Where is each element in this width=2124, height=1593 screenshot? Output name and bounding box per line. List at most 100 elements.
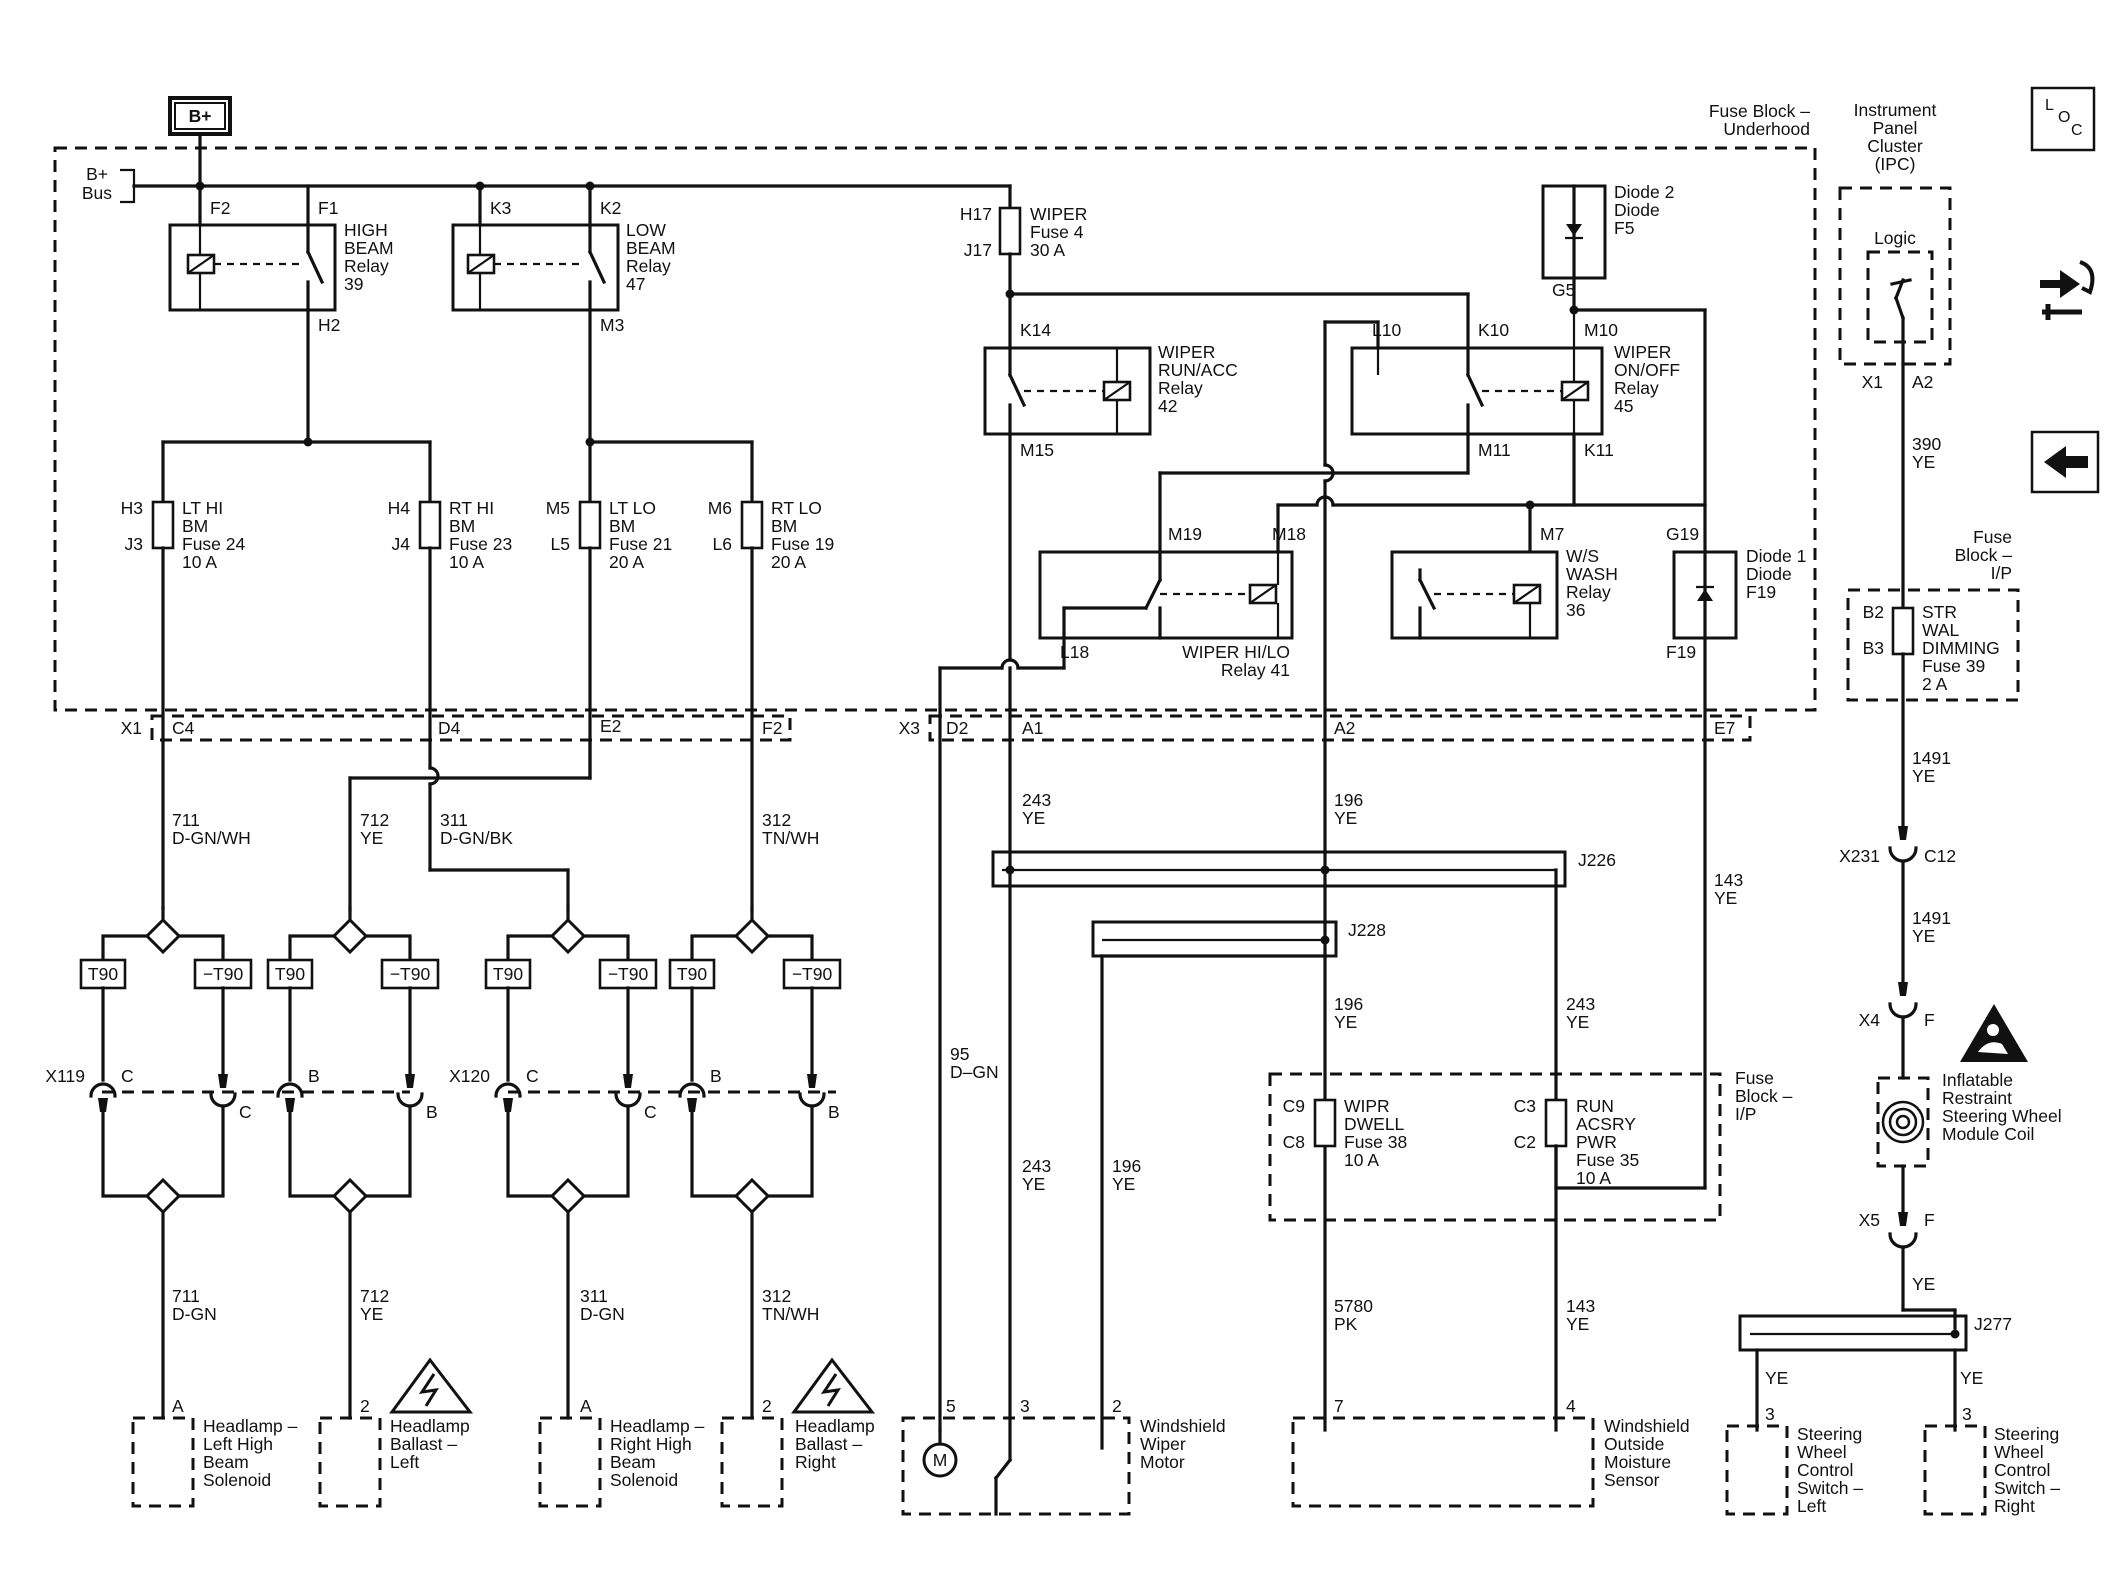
fuse-lt-lo-label: LT LO xyxy=(609,498,656,518)
wire xyxy=(177,1104,225,1198)
diode-2-label: Diode 2 xyxy=(1614,182,1674,202)
back-arrow-icon[interactable] xyxy=(2030,430,2100,494)
wire xyxy=(288,934,336,962)
connector-pin xyxy=(807,1074,817,1088)
wire-196-c-color: YE xyxy=(1112,1174,1135,1194)
fuse-lt-hi-label-2: BM xyxy=(182,516,208,536)
low-beam-relay: K3 K2 M3 LOW BEAM Relay 47 xyxy=(451,184,676,335)
high-beam-relay-label: HIGH xyxy=(344,220,388,240)
wire xyxy=(766,934,814,962)
wire-311-bot-color: D-GN xyxy=(580,1304,625,1324)
connector-x231-label: X231 xyxy=(1839,846,1880,866)
option-diamond xyxy=(144,1177,182,1215)
loc-button[interactable]: L O C xyxy=(2030,86,2096,152)
fuse-run-label-4: Fuse 35 xyxy=(1576,1150,1639,1170)
fuse-lt-hi-bm: H3 J3 LT HI BM Fuse 24 10 A xyxy=(121,440,245,742)
wire-196-b-color: YE xyxy=(1334,1012,1357,1032)
fuse-rt-hi-label: RT HI xyxy=(449,498,494,518)
neg-t90-option-box xyxy=(782,958,842,990)
pin-l5: L5 xyxy=(551,534,570,554)
wire-196-a-num: 196 xyxy=(1334,790,1363,810)
splice-j226-label: J226 xyxy=(1578,850,1616,870)
pin-m5: M5 xyxy=(546,498,570,518)
swc-right-label-3: Control xyxy=(1994,1460,2050,1480)
wire-243-a-color: YE xyxy=(1022,808,1045,828)
pin-m10: M10 xyxy=(1584,320,1618,340)
pin-m15: M15 xyxy=(1020,440,1054,460)
fuse-lt-lo-bm: M5 L5 LT LO BM Fuse 21 20 A xyxy=(546,440,672,780)
fuse-str-label-3: DIMMING xyxy=(1922,638,2000,658)
fuse-rt-lo-bm: M6 L6 RT LO BM Fuse 19 20 A xyxy=(708,440,834,912)
option-diamond xyxy=(549,1177,587,1215)
fuse-block-ip-label-3: I/P xyxy=(1991,563,2012,583)
fuse-str-label-2: WAL xyxy=(1922,620,1960,640)
wire xyxy=(690,1110,738,1198)
wire-712-bot-num: 712 xyxy=(360,1286,389,1306)
pin-b2: B2 xyxy=(1863,602,1884,622)
connector-pin xyxy=(98,1098,108,1112)
hl-right-label-3: Beam xyxy=(610,1452,656,1472)
pin-b3: B3 xyxy=(1863,638,1884,658)
coil-label-4: Module Coil xyxy=(1942,1124,2034,1144)
wire-711-num: 711 xyxy=(172,810,200,830)
diode-2-label-2: Diode xyxy=(1614,200,1660,220)
wiper-motor-label: Windshield xyxy=(1140,1416,1226,1436)
wire-712-color: YE xyxy=(360,828,383,848)
wire xyxy=(582,1104,630,1198)
wiper-on-off-relay: L10 K10 M10 M11 K11 WIPER ON/OFF Relay 4… xyxy=(1350,310,1680,460)
pin-h2: H2 xyxy=(318,315,340,335)
wire xyxy=(364,934,412,962)
pin-f1: F1 xyxy=(318,198,338,218)
swc-left-label-3: Control xyxy=(1797,1460,1853,1480)
fuse-run-label-2: ACSRY xyxy=(1576,1114,1636,1134)
splice-j277 xyxy=(1738,1314,1968,1352)
hl-left-label-2: Left High xyxy=(203,1434,273,1454)
ballast-left-label-2: Ballast – xyxy=(390,1434,457,1454)
wire xyxy=(506,1110,554,1198)
component-locator-icon[interactable] xyxy=(2030,250,2100,330)
pin-k3: K3 xyxy=(490,198,511,218)
wire-1491-a-num: 1491 xyxy=(1912,748,1951,768)
pin-k11: K11 xyxy=(1584,440,1614,460)
swc-left-label: Steering xyxy=(1797,1424,1862,1444)
wire-243-b-num: 243 xyxy=(1566,994,1595,1014)
connector-cavity xyxy=(276,1082,304,1098)
high-beam-relay-label-4: 39 xyxy=(344,274,363,294)
pin-h4: H4 xyxy=(388,498,411,518)
swc-right-label: Steering xyxy=(1994,1424,2059,1444)
wiper-run-relay-label-4: 42 xyxy=(1158,396,1177,416)
pin-g5: G5 xyxy=(1552,280,1575,300)
swc-left-label-5: Left xyxy=(1797,1496,1826,1516)
hl-left-label-3: Beam xyxy=(203,1452,249,1472)
wire xyxy=(582,934,630,962)
loc-letter-l: L xyxy=(2045,97,2054,114)
fuse-wipr-label-2: DWELL xyxy=(1344,1114,1405,1134)
connector-x119-label: X119 xyxy=(45,1066,85,1086)
fuse-str-label-5: 2 A xyxy=(1922,674,1948,694)
wire xyxy=(364,1104,412,1198)
pin-k14: K14 xyxy=(1020,320,1051,340)
pin-2: 2 xyxy=(1112,1396,1122,1416)
moisture-label-2: Outside xyxy=(1604,1434,1664,1454)
b-plus-bus-label: B+ xyxy=(86,164,108,184)
wire-1491-b-num: 1491 xyxy=(1912,908,1951,928)
option-diamond xyxy=(331,1177,369,1215)
ipc-logic-box xyxy=(1866,250,1934,344)
pin-3-swc-right: 3 xyxy=(1962,1404,1972,1424)
pin-a-right: A xyxy=(580,1396,592,1416)
pin-c3: C3 xyxy=(1514,1096,1536,1116)
connector-x1 xyxy=(150,714,792,742)
pin-a-left: A xyxy=(172,1396,184,1416)
wire-143-a-color: YE xyxy=(1714,888,1737,908)
pin-4: 4 xyxy=(1566,1396,1576,1416)
wiper-onoff-relay-label-2: ON/OFF xyxy=(1614,360,1680,380)
pin-7: 7 xyxy=(1334,1396,1344,1416)
connector-cavity xyxy=(396,1092,424,1108)
connector-x3 xyxy=(928,714,1752,742)
connector-x5: X5 F xyxy=(1859,1210,1935,1249)
headlamp-ballast-left: 2 Headlamp Ballast – Left xyxy=(318,1357,474,1508)
fuse-str-label: STR xyxy=(1922,602,1957,622)
connector-pin xyxy=(623,1074,633,1088)
swc-right-label-4: Switch – xyxy=(1994,1478,2060,1498)
